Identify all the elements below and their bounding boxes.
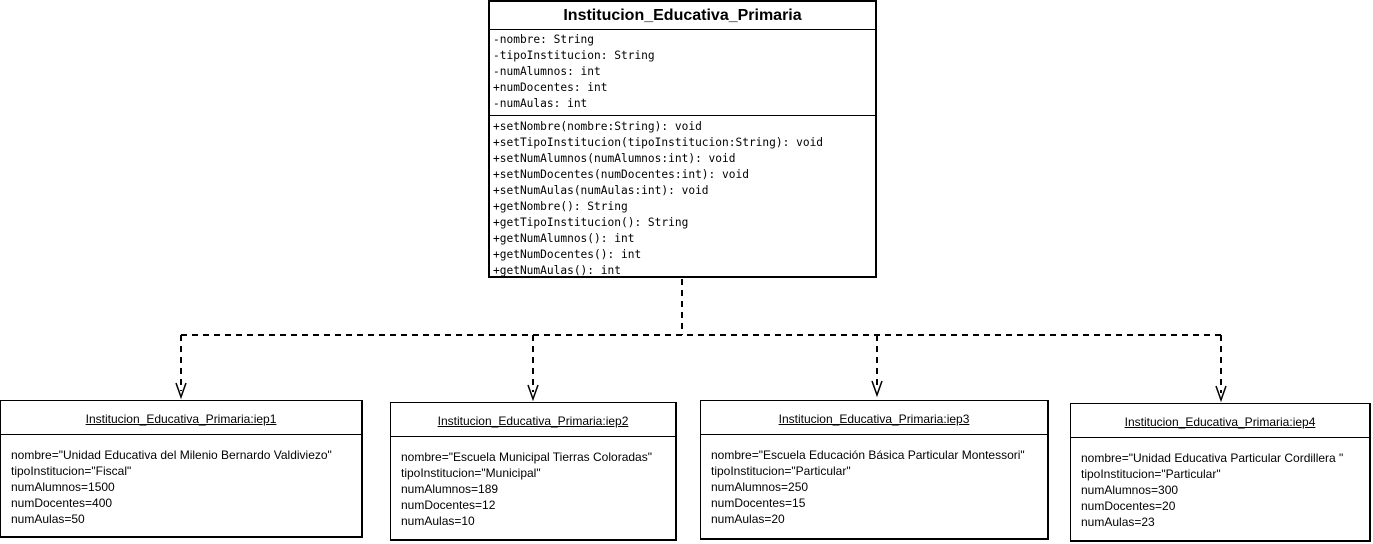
object-box-iep2[interactable]: Institucion_Educativa_Primaria:iep2 nomb… bbox=[390, 402, 677, 541]
object-box-iep3[interactable]: Institucion_Educativa_Primaria:iep3 nomb… bbox=[700, 400, 1049, 540]
slot: numDocentes=12 bbox=[401, 498, 496, 512]
object-box-iep4[interactable]: Institucion_Educativa_Primaria:iep4 nomb… bbox=[1070, 403, 1371, 542]
attribute: -tipoInstitucion: String bbox=[493, 49, 655, 62]
arrow-head-iep4 bbox=[1215, 385, 1227, 403]
method: +getNumAlumnos(): int bbox=[493, 232, 635, 245]
slot: tipoInstitucion="Particular" bbox=[1081, 467, 1221, 481]
method: +setTipoInstitucion(tipoInstitucion:Stri… bbox=[493, 136, 824, 149]
object-slots: nombre="Escuela Municipal Tierras Colora… bbox=[391, 437, 675, 529]
method: +getNombre(): String bbox=[493, 200, 628, 213]
arrow-head-iep2 bbox=[527, 384, 539, 402]
object-box-iep1[interactable]: Institucion_Educativa_Primaria:iep1 nomb… bbox=[0, 400, 363, 538]
object-title: Institucion_Educativa_Primaria:iep4 bbox=[1071, 404, 1369, 438]
slot: tipoInstitucion="Particular" bbox=[711, 464, 851, 478]
slot: numAlumnos=250 bbox=[711, 480, 809, 494]
slot: numDocentes=15 bbox=[711, 496, 806, 510]
attribute: -numAlumnos: int bbox=[493, 65, 601, 78]
method: +getTipoInstitucion(): String bbox=[493, 216, 689, 229]
method: +setNombre(nombre:String): void bbox=[493, 120, 702, 133]
slot: nombre="Unidad Educativa Particular Cord… bbox=[1081, 451, 1344, 465]
slot: nombre="Escuela Educación Básica Particu… bbox=[711, 448, 1025, 462]
object-title: Institucion_Educativa_Primaria:iep3 bbox=[701, 401, 1047, 435]
attribute: -numAulas: int bbox=[493, 97, 588, 110]
slot: numAlumnos=1500 bbox=[11, 480, 115, 494]
method: +setNumAulas(numAulas:int): void bbox=[493, 184, 709, 197]
slot: numAulas=20 bbox=[711, 512, 785, 526]
attribute: +numDocentes: int bbox=[493, 81, 608, 94]
attribute: -nombre: String bbox=[493, 33, 595, 46]
slot: tipoInstitucion="Fiscal" bbox=[11, 464, 132, 478]
slot: numAulas=23 bbox=[1081, 515, 1155, 529]
slot: numAlumnos=189 bbox=[401, 482, 499, 496]
class-name: Institucion_Educativa_Primaria bbox=[490, 2, 875, 30]
object-slots: nombre="Unidad Educativa Particular Cord… bbox=[1071, 438, 1369, 530]
method: +getNumDocentes(): int bbox=[493, 248, 642, 261]
class-methods: +setNombre(nombre:String): void +setTipo… bbox=[490, 116, 875, 281]
object-title: Institucion_Educativa_Primaria:iep1 bbox=[1, 401, 361, 435]
slot: nombre="Unidad Educativa del Milenio Ber… bbox=[11, 448, 332, 462]
slot: numAulas=10 bbox=[401, 514, 475, 528]
object-slots: nombre="Unidad Educativa del Milenio Ber… bbox=[1, 435, 361, 527]
method: +setNumAlumnos(numAlumnos:int): void bbox=[493, 152, 736, 165]
object-slots: nombre="Escuela Educación Básica Particu… bbox=[701, 435, 1047, 527]
slot: numDocentes=20 bbox=[1081, 499, 1176, 513]
slot: numDocentes=400 bbox=[11, 496, 113, 510]
arrow-head-iep3 bbox=[871, 380, 883, 398]
class-attributes: -nombre: String -tipoInstitucion: String… bbox=[490, 30, 875, 116]
slot: nombre="Escuela Municipal Tierras Colora… bbox=[401, 450, 652, 464]
slot: tipoInstitucion="Municipal" bbox=[401, 466, 541, 480]
arrow-head-iep1 bbox=[175, 382, 187, 400]
object-title: Institucion_Educativa_Primaria:iep2 bbox=[391, 403, 675, 437]
slot: numAulas=50 bbox=[11, 512, 85, 526]
slot: numAlumnos=300 bbox=[1081, 483, 1179, 497]
method: +setNumDocentes(numDocentes:int): void bbox=[493, 168, 749, 181]
method: +getNumAulas(): int bbox=[493, 264, 621, 277]
class-box[interactable]: Institucion_Educativa_Primaria -nombre: … bbox=[488, 0, 877, 278]
